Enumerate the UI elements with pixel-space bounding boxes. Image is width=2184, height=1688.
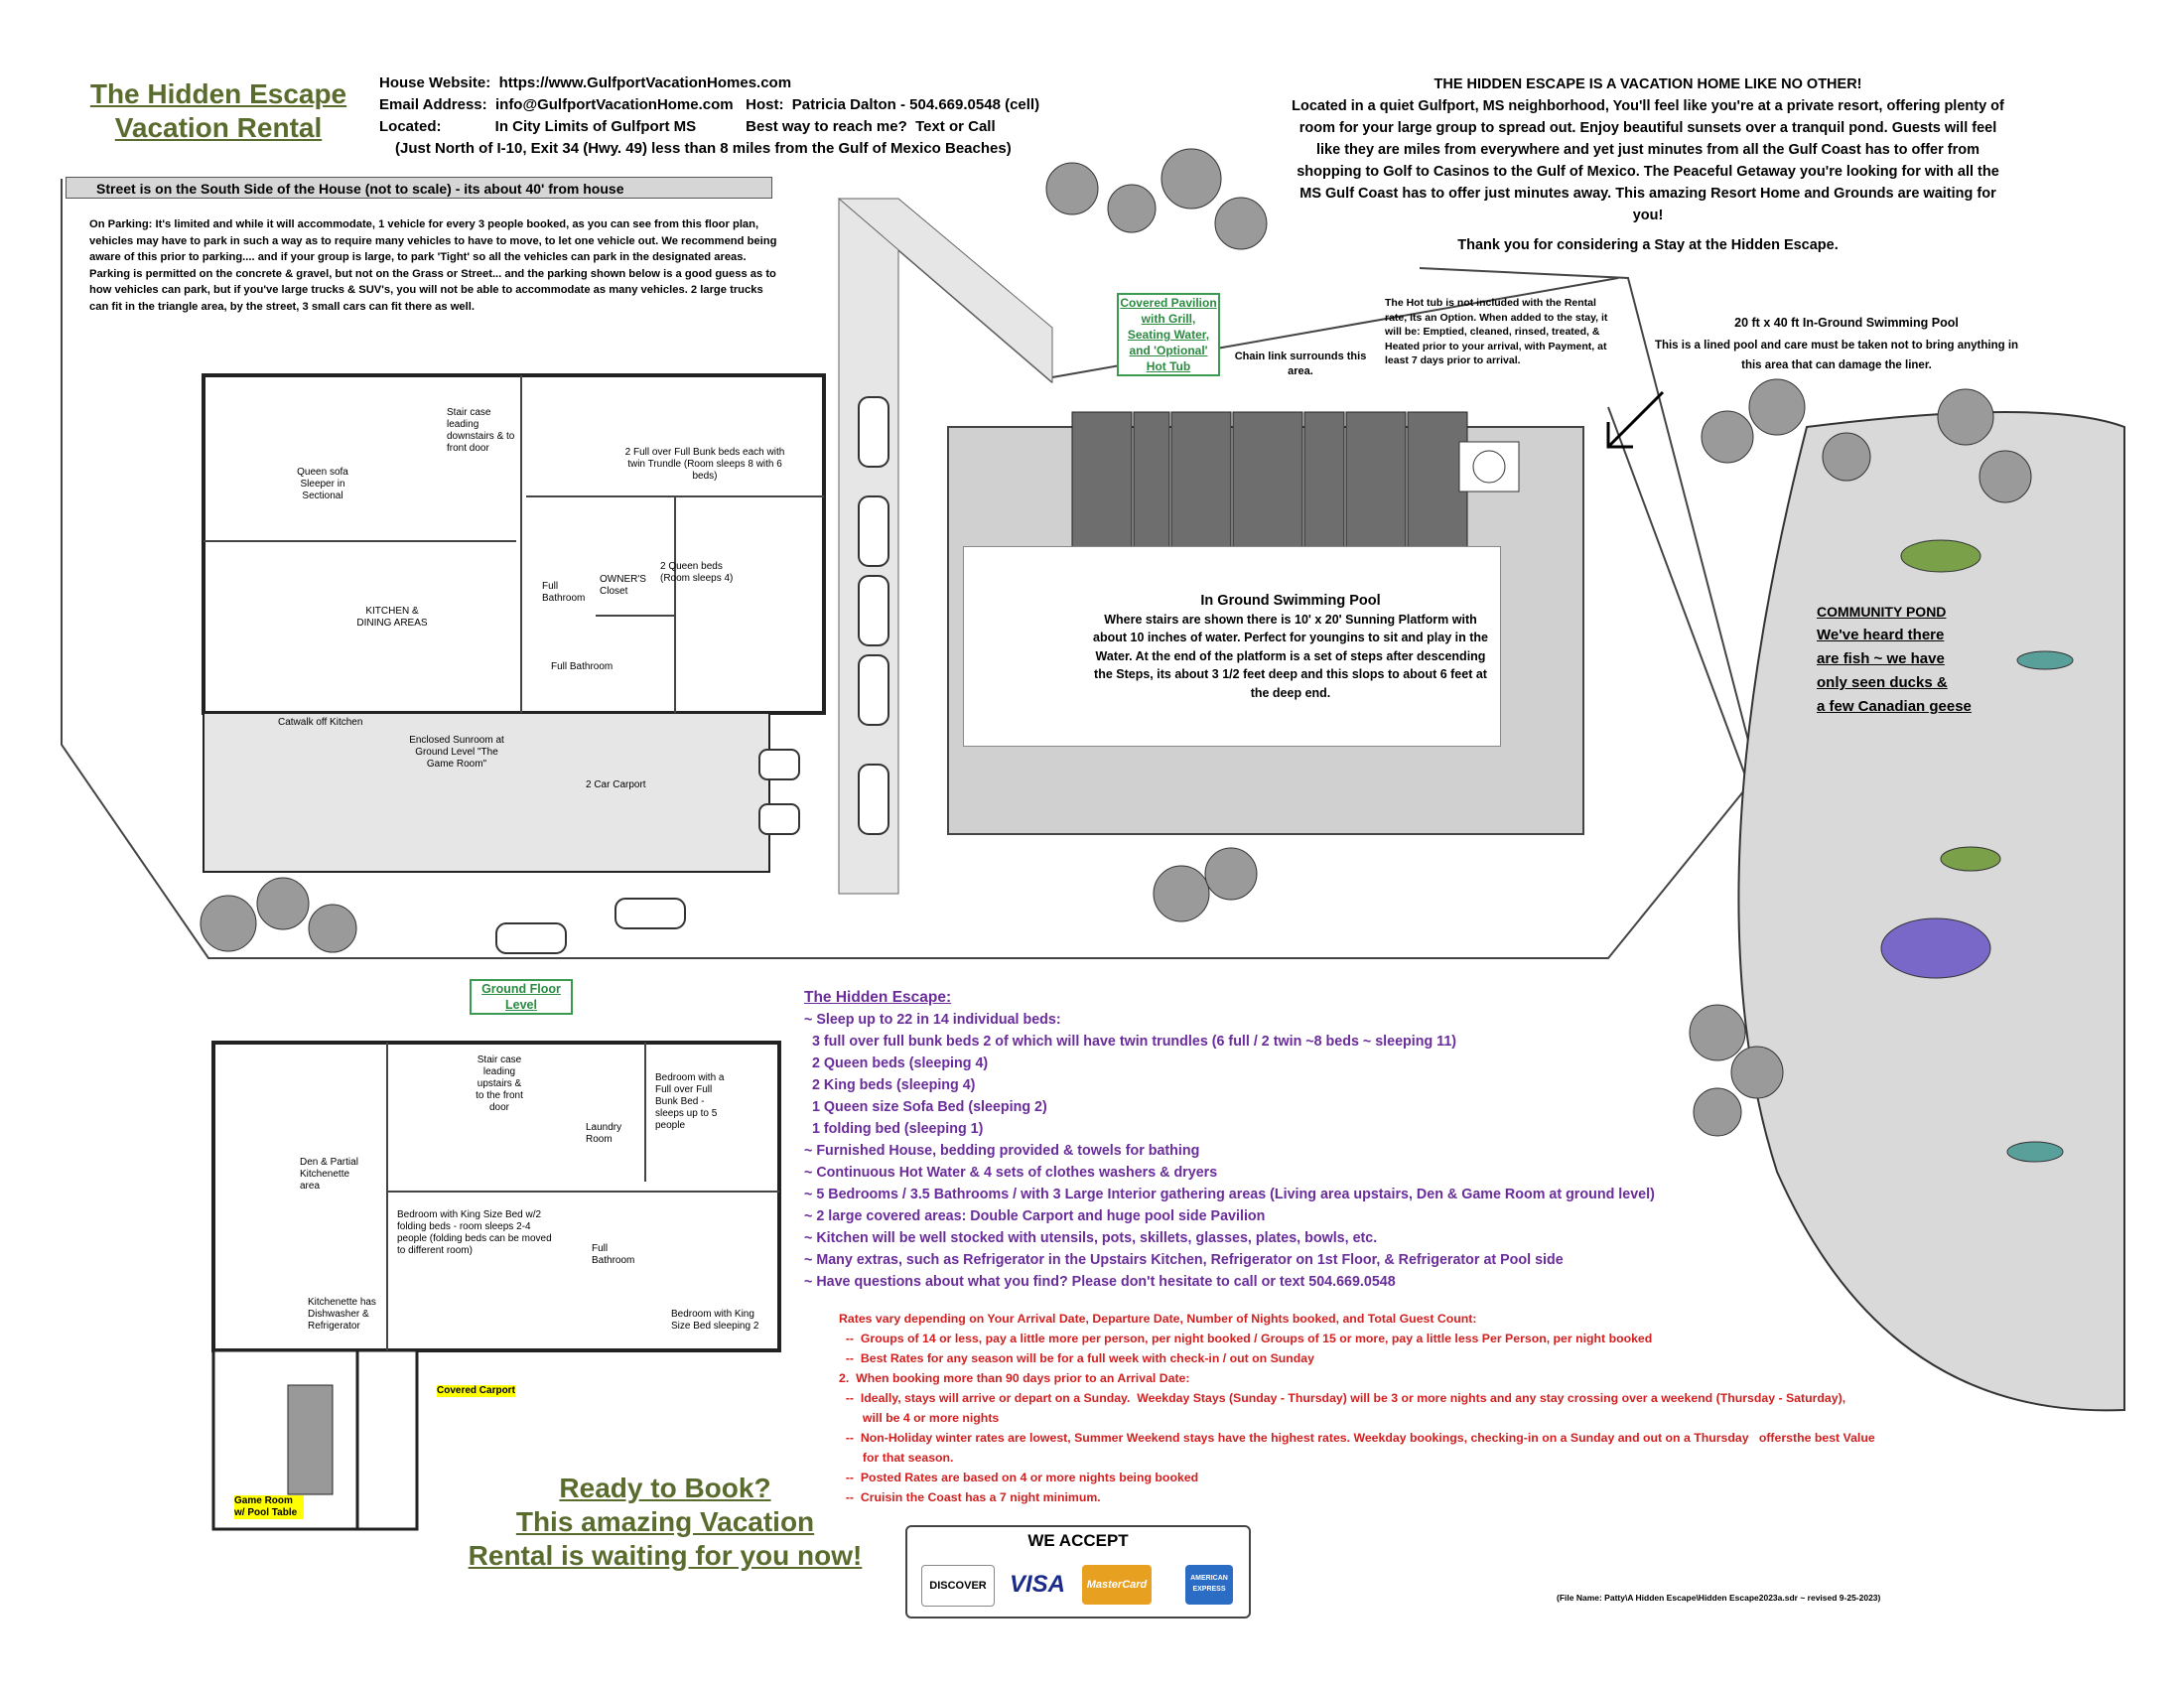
kitchenette-label: Kitchenette has Dishwasher & Refrigerato… [308,1297,376,1332]
file-name-caption: (File Name: Patty\A Hidden Escape\Hidden… [1557,1593,1881,1603]
full-bath-2-label: Full Bathroom [551,661,614,672]
pool-info-box [963,546,1501,747]
ready-line-3: Rental is waiting for you now! [468,1540,863,1571]
parking-note: On Parking: It's limited and while it wi… [89,218,777,313]
feature-item: ~ Furnished House, bedding provided & to… [804,1143,1200,1159]
den-label: Den & Partial Kitchenette area [300,1157,358,1192]
mastercard-icon: MasterCard [1082,1565,1152,1605]
discover-card-icon: DISCOVER [921,1565,995,1607]
feature-item: 3 full over full bunk beds 2 of which wi… [812,1034,1457,1050]
property-blurb: THE HIDDEN ESCAPE IS A VACATION HOME LIK… [1291,73,2005,256]
staircase-up-label: Stair case leading downstairs & to front… [447,407,515,454]
payment-methods: WE ACCEPT DISCOVER VISA MasterCard AMERI… [905,1525,1251,1618]
street-banner: Street is on the South Side of the House… [66,177,772,199]
header-location: Located: In City Limits of Gulfport MS B… [379,118,996,135]
bunk-down-label: Bedroom with a Full over Full Bunk Bed -… [655,1072,725,1131]
blurb-thanks: Thank you for considering a Stay at the … [1457,237,1839,253]
feature-item: ~ Many extras, such as Refrigerator in t… [804,1252,1564,1268]
carport-2car-label: 2 Car Carport [586,779,646,790]
rates-info: Rates vary depending on Your Arrival Dat… [839,1309,2110,1507]
chain-link-label: Chain link surrounds this area. [1234,351,1367,377]
full-bath-down-label: Full Bathroom [592,1243,635,1266]
header-website: House Website: https://www.GulfportVacat… [379,74,792,91]
laundry-label: Laundry Room [586,1122,622,1145]
feature-item: ~ Continuous Hot Water & 4 sets of cloth… [804,1165,1218,1181]
rates-line: -- Groups of 14 or less, pay a little mo… [839,1332,1653,1345]
pool-size-label: 20 ft x 40 ft In-Ground Swimming Pool [1734,316,1959,330]
hot-tub-note: The Hot tub is not included with the Ren… [1385,297,1608,366]
amex-card-icon: AMERICAN EXPRESS [1185,1565,1233,1605]
pond-line-1: We've heard there [1817,627,1945,643]
queen-sofa-label: Queen sofa Sleeper in Sectional [297,467,348,501]
rates-line: -- Cruisin the Coast has a 7 night minim… [839,1490,1101,1504]
kitchen-dining-label: KITCHEN & DINING AREAS [356,606,428,629]
feature-item: 2 Queen beds (sleeping 4) [812,1055,989,1071]
rates-line: -- Non-Holiday winter rates are lowest, … [839,1431,1875,1445]
rates-line: for that season. [839,1451,954,1465]
feature-item: ~ 2 large covered areas: Double Carport … [804,1208,1266,1224]
arrow-icon [1606,390,1665,449]
ready-line-2: This amazing Vacation [515,1506,815,1537]
rates-line: -- Best Rates for any season will be for… [839,1351,1314,1365]
site-title: The Hidden Escape Vacation Rental [69,77,367,145]
pond-line-4: a few Canadian geese [1817,698,1972,715]
feature-item: 2 King beds (sleeping 4) [812,1077,976,1093]
covered-carport-label: Covered Carport [437,1385,515,1397]
pond-label: COMMUNITY POND We've heard there are fis… [1817,600,2015,719]
ground-floor-label: Ground Floor Level [470,979,573,1015]
feature-item: ~ Have questions about what you find? Pl… [804,1274,1396,1290]
rates-line: -- Posted Rates are based on 4 or more n… [839,1471,1199,1484]
blurb-heading: THE HIDDEN ESCAPE IS A VACATION HOME LIK… [1433,76,1862,92]
bunk-room-label: 2 Full over Full Bunk beds each with twi… [624,447,785,482]
feature-item: 1 Queen size Sofa Bed (sleeping 2) [812,1099,1047,1115]
pool-title: In Ground Swimming Pool [1200,593,1381,609]
payment-title: WE ACCEPT [1027,1531,1129,1550]
pool-info: In Ground Swimming Pool Where stairs are… [1092,592,1489,702]
king-room-label: Bedroom with King Size Bed w/2 folding b… [397,1209,552,1256]
pond-title: COMMUNITY POND [1817,604,1947,620]
game-room-label: Game Room w/ Pool Table [234,1495,304,1519]
pond-line-3: only seen ducks & [1817,674,1948,691]
rates-line: will be 4 or more nights [839,1411,1000,1425]
feature-item: 1 folding bed (sleeping 1) [812,1121,984,1137]
feature-item: ~ 5 Bedrooms / 3.5 Bathrooms / with 3 La… [804,1187,1655,1202]
features-list: The Hidden Escape: ~ Sleep up to 22 in 1… [804,987,1896,1293]
king-room-2-label: Bedroom with King Size Bed sleeping 2 [671,1309,759,1332]
title-line-1: The Hidden Escape [89,78,347,109]
feature-item: ~ Sleep up to 22 in 14 individual beds: [804,1012,1061,1028]
sunroom-label: Enclosed Sunroom at Ground Level "The Ga… [409,735,504,770]
pool-description: Where stairs are shown there is 10' x 20… [1093,612,1488,700]
ready-line-1: Ready to Book? [559,1473,771,1503]
covered-pavilion-label: Covered Pavilion with Grill, Seating Wat… [1117,293,1220,376]
ready-to-book: Ready to Book? This amazing Vacation Ren… [417,1472,913,1573]
blurb-body: Located in a quiet Gulfport, MS neighbor… [1292,98,2004,223]
rates-intro: Rates vary depending on Your Arrival Dat… [839,1312,1477,1326]
visa-card-icon: VISA [1001,1565,1074,1605]
stair-down-label: Stair case leading upstairs & to the fro… [476,1055,523,1113]
title-line-2: Vacation Rental [114,112,323,143]
header-directions: (Just North of I-10, Exit 34 (Hwy. 49) l… [395,140,1012,157]
catwalk-label: Catwalk off Kitchen [278,717,363,728]
queen-beds-room-label: 2 Queen beds (Room sleeps 4) [660,561,734,584]
feature-item: ~ Kitchen will be well stocked with uten… [804,1230,1378,1246]
features-title: The Hidden Escape: [804,989,952,1006]
rates-line: 2. When booking more than 90 days prior … [839,1371,1190,1385]
rates-line: -- Ideally, stays will arrive or depart … [839,1391,1846,1405]
pool-care-note: This is a lined pool and care must be ta… [1654,340,2019,371]
header-email-host: Email Address: info@GulfportVacationHome… [379,96,1040,113]
full-bath-label: Full Bathroom [542,581,586,604]
owners-closet-label: OWNER'S Closet [600,574,646,597]
pond-line-2: are fish ~ we have [1817,650,1945,667]
